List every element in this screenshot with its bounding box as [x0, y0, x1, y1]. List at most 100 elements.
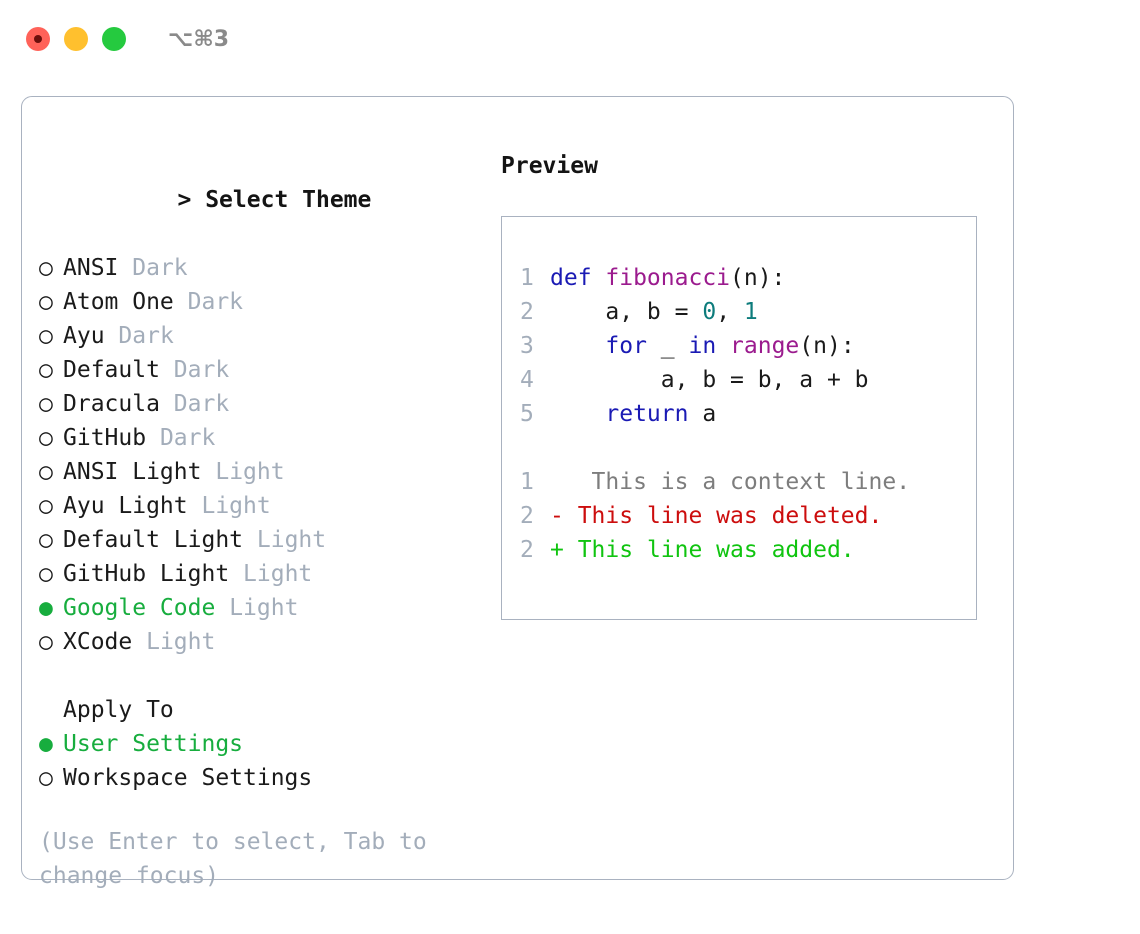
- code-token-pln: [550, 401, 605, 427]
- theme-option-label: Google Code: [63, 595, 216, 621]
- theme-option-label: GitHub Light: [63, 561, 230, 587]
- theme-variant-badge: Light: [229, 595, 299, 621]
- panel-columns: > Select Theme ○ANSI Dark○Atom One Dark○…: [22, 97, 1013, 889]
- prompt-caret-icon: >: [177, 187, 192, 213]
- code-token-pln: a, b = b, a + b: [550, 367, 869, 393]
- radio-unselected-icon: ○: [39, 493, 53, 519]
- theme-option-label: Default: [63, 357, 160, 383]
- code-line-number: 4: [520, 367, 534, 393]
- diff-line-number: 2: [520, 503, 534, 529]
- diff-sample: 1 This is a context line.2- This line wa…: [520, 465, 976, 567]
- diff-line-del: 2- This line was deleted.: [520, 499, 976, 533]
- list-spacer: [39, 659, 494, 693]
- theme-option-label: Dracula: [63, 391, 160, 417]
- theme-variant-badge: Dark: [187, 289, 244, 315]
- theme-variant-badge: Light: [243, 561, 313, 587]
- code-line-number: 2: [520, 299, 534, 325]
- theme-option-xcode[interactable]: ○XCode Light: [39, 625, 494, 659]
- diff-marker-del: -: [550, 503, 564, 529]
- theme-option-github[interactable]: ○ GitHub Dark: [39, 421, 494, 455]
- diff-line-ctx: 1 This is a context line.: [520, 465, 976, 499]
- code-token-pln: [550, 333, 605, 359]
- diff-marker-ctx: [550, 469, 564, 495]
- theme-option-ansi[interactable]: ○ANSI Dark: [39, 251, 494, 285]
- select-theme-heading: > Select Theme: [39, 149, 494, 251]
- radio-unselected-icon: ○: [39, 425, 53, 451]
- theme-variant-badge: Light: [256, 527, 327, 553]
- theme-variant-badge: Dark: [132, 255, 188, 281]
- radio-unselected-icon: ○: [39, 357, 53, 383]
- main-panel: > Select Theme ○ANSI Dark○Atom One Dark○…: [21, 96, 1014, 889]
- code-token-num: 0: [702, 299, 717, 325]
- diff-line-number: 1: [520, 469, 534, 495]
- theme-option-google-code[interactable]: ●Google Code Light: [39, 591, 494, 625]
- theme-option-label: Ayu: [63, 323, 105, 349]
- code-token-kw: in: [688, 333, 717, 359]
- theme-variant-badge: Dark: [173, 357, 230, 383]
- apply-to-heading: Apply To: [39, 693, 494, 727]
- theme-option-list: ○ANSI Dark ○ Atom One Dark ○ Ayu Dark ○ Defaul…: [39, 251, 494, 659]
- theme-option-ansi-light[interactable]: ○ANSI Light Light: [39, 455, 494, 489]
- code-token-pln: ,: [716, 299, 744, 325]
- diff-marker-add: +: [550, 537, 564, 563]
- code-line-number: 5: [520, 401, 534, 427]
- apply-to-option-user-settings[interactable]: ● User Settings: [39, 727, 494, 761]
- code-blank-separator: [520, 431, 976, 465]
- code-token-kw: def: [550, 265, 606, 291]
- radio-unselected-icon: ○: [39, 323, 53, 349]
- theme-variant-badge: Dark: [159, 425, 216, 451]
- apply-to-option-list: ● User Settings ○ Workspace Settings: [39, 727, 494, 795]
- theme-option-atom-one[interactable]: ○ Atom One Dark: [39, 285, 494, 319]
- preview-heading: Preview: [501, 153, 598, 179]
- code-token-fn: fibonacci: [605, 265, 731, 291]
- radio-selected-icon: ●: [39, 731, 53, 757]
- code-token-pln: (n):: [730, 265, 786, 291]
- code-token-pln: (n):: [799, 333, 855, 359]
- theme-variant-badge: Dark: [118, 323, 174, 349]
- theme-option-dracula[interactable]: ○Dracula Dark: [39, 387, 494, 421]
- code-line: 3 for _ in range(n):: [520, 329, 976, 363]
- radio-unselected-icon: ○: [39, 289, 53, 315]
- radio-unselected-icon: ○: [39, 629, 53, 655]
- minimize-window-button[interactable]: [64, 27, 88, 51]
- theme-option-ayu-light[interactable]: ○Ayu Light Light: [39, 489, 494, 523]
- code-token-kw: return: [605, 401, 689, 427]
- diff-line-text: This is a context line.: [563, 469, 911, 495]
- maximize-window-button[interactable]: [102, 27, 126, 51]
- diff-line-text: This line was deleted.: [563, 503, 883, 529]
- theme-option-ayu[interactable]: ○ Ayu Dark: [39, 319, 494, 353]
- apply-to-option-label: User Settings: [63, 731, 244, 757]
- select-theme-title: Select Theme: [205, 187, 372, 213]
- theme-option-label: Default Light: [63, 527, 244, 553]
- radio-unselected-icon: ○: [39, 765, 53, 791]
- diff-line-number: 2: [520, 537, 534, 563]
- theme-option-label: ANSI Light: [63, 459, 202, 485]
- apply-to-option-workspace-settings[interactable]: ○ Workspace Settings: [39, 761, 494, 795]
- radio-unselected-icon: ○: [39, 527, 53, 553]
- theme-option-default-light[interactable]: ○ Default Light Light: [39, 523, 494, 557]
- keyboard-hint-text: (Use Enter to select, Tab to change focu…: [39, 829, 441, 889]
- apply-to-title: Apply To: [63, 697, 174, 723]
- theme-option-label: Atom One: [63, 289, 174, 315]
- close-window-button[interactable]: [26, 27, 50, 51]
- code-line: 2 a, b = 0, 1: [520, 295, 976, 329]
- traffic-light-buttons: [26, 27, 126, 51]
- theme-option-label: GitHub: [63, 425, 147, 451]
- apply-to-option-label: Workspace Settings: [63, 765, 313, 791]
- code-line: 5 return a: [520, 397, 976, 431]
- radio-unselected-icon: ○: [39, 391, 53, 417]
- keyboard-shortcut-label: ⌥⌘3: [168, 26, 230, 52]
- theme-option-github-light[interactable]: ○GitHub Light Light: [39, 557, 494, 591]
- code-line-number: 1: [520, 265, 534, 291]
- diff-line-add: 2 + This line was added.: [520, 533, 976, 567]
- code-line-number: 3: [520, 333, 534, 359]
- diff-line-text: This line was added.: [563, 537, 855, 563]
- code-token-pln: a: [688, 401, 717, 427]
- code-token-kw: for: [605, 333, 647, 359]
- code-token-num: 1: [743, 299, 758, 325]
- theme-variant-badge: Light: [146, 629, 216, 655]
- code-token-fn: range: [730, 333, 800, 359]
- theme-option-default[interactable]: ○ Default Dark: [39, 353, 494, 387]
